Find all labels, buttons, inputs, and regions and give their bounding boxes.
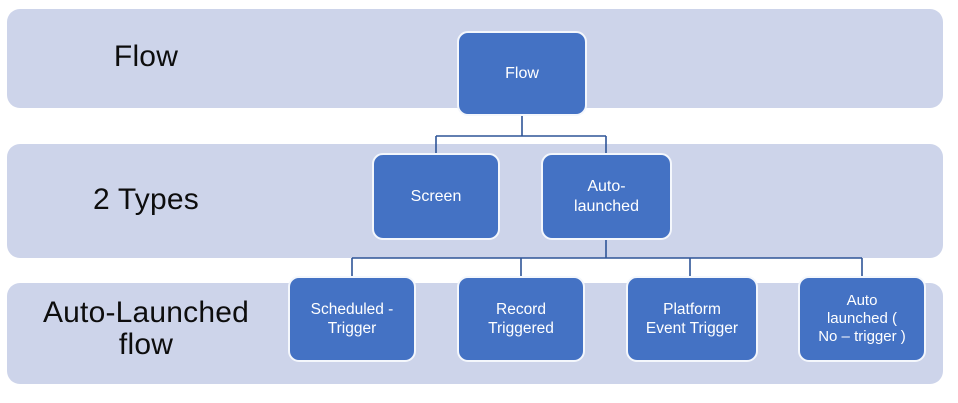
- row-label-flow: Flow: [113, 40, 179, 73]
- row-label-2-types: 2 Types: [93, 183, 199, 216]
- node-platform-event-trigger: Platform Event Trigger: [626, 276, 758, 362]
- node-flow: Flow: [457, 31, 587, 116]
- node-auto-launched-no-trigger: Auto launched ( No – trigger ): [798, 276, 926, 362]
- node-auto-launched-flow: Auto- launched: [541, 153, 672, 240]
- row-label-auto-launched-flow: Auto-Launched flow: [42, 296, 250, 361]
- node-scheduled-trigger: Scheduled - Trigger: [288, 276, 416, 362]
- node-screen-flow: Screen: [372, 153, 500, 240]
- node-record-triggered: Record Triggered: [457, 276, 585, 362]
